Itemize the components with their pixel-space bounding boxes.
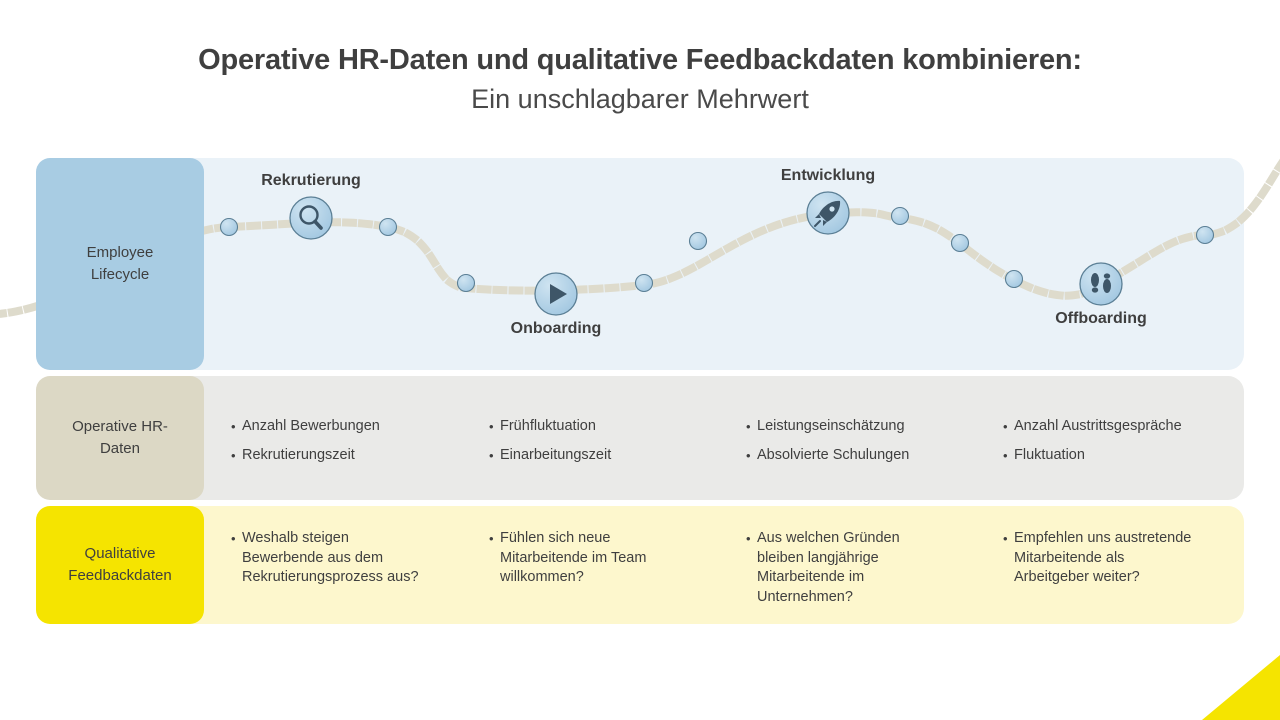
list-item: • Fluktuation [1003, 446, 1253, 466]
list-item: • Anzahl Austrittsgespräche [1003, 417, 1253, 437]
operative-column: • Anzahl Bewerbungen • Rekrutierungszeit [231, 417, 481, 474]
milestone-label-play: Onboarding [510, 320, 602, 337]
operative-data-band [36, 376, 1244, 500]
row-label-line-2: Lifecycle [90, 266, 150, 283]
row-label-line-1: Employee [86, 244, 154, 261]
list-item: • Frühfluktuation [489, 417, 739, 437]
list-item: • Leistungseinschätzung [746, 417, 996, 437]
qualitative-column: • Fühlen sich neue Mitarbeitende im Team … [489, 529, 679, 588]
list-item: • Einarbeitungszeit [489, 446, 739, 466]
list-item: • Empfehlen uns austretende Mitarbeitende… [1003, 529, 1193, 588]
list-item: • Anzahl Bewerbungen [231, 417, 481, 437]
list-item-label: Empfehlen uns austretende Mitarbeitende … [1014, 530, 1192, 585]
bullet-icon: • [489, 419, 494, 434]
milestone-label-footprints: Offboarding [1055, 310, 1147, 327]
list-item: • Rekrutierungszeit [231, 446, 481, 466]
list-item: • Weshalb steigen Bewerbende aus dem Rekr… [231, 529, 421, 588]
qualitative-column: • Empfehlen uns austretende Mitarbeitende… [1003, 529, 1193, 588]
row-label-qualitative-feedbackdaten: Qualitative Feedbackdaten [36, 506, 204, 624]
list-item: • Aus welchen Gründen bleiben langjährige… [746, 529, 936, 607]
operative-column: • Frühfluktuation • Einarbeitungszeit [489, 417, 739, 474]
row-label-employee-lifecycle: Employee Lifecycle [36, 158, 204, 370]
list-item-label: Anzahl Austrittsgespräche [1014, 418, 1182, 434]
row-label-operative-hr-daten: Operative HR- Daten [36, 376, 204, 500]
row-label-line-1: Qualitative [84, 545, 156, 562]
lifecycle-band [36, 158, 1244, 370]
list-item-label: Fühlen sich neue Mitarbeitende im Team w… [500, 530, 647, 585]
title-line-1: Operative HR-Daten und qualitative Feedb… [198, 44, 1082, 76]
qualitative-data-band [36, 506, 1244, 624]
list-item-label: Frühfluktuation [500, 418, 596, 434]
list-item-label: Weshalb steigen Bewerbende aus dem Rekru… [242, 530, 419, 585]
list-item-label: Absolvierte Schulungen [757, 446, 910, 463]
operative-column: • Anzahl Austrittsgespräche • Fluktuation [1003, 417, 1253, 474]
row-label-line-2: Daten [99, 440, 140, 457]
bullet-icon: • [746, 419, 751, 434]
corner-accent-triangle [1202, 655, 1280, 720]
list-item-label: Einarbeitungszeit [500, 446, 612, 463]
list-item: • Fühlen sich neue Mitarbeitende im Team … [489, 529, 679, 588]
bullet-icon: • [231, 447, 236, 463]
bullet-icon: • [1003, 447, 1008, 463]
milestone-label-magnifier: Rekrutierung [261, 172, 361, 189]
title-line-2: Ein unschlagbarer Mehrwert [471, 84, 809, 114]
list-item-label: Fluktuation [1014, 446, 1085, 463]
list-item-label: Aus welchen Gründen bleiben langjährige … [757, 530, 900, 605]
qualitative-column: • Aus welchen Gründen bleiben langjährige… [746, 529, 936, 607]
bullet-icon: • [231, 419, 236, 434]
operative-column: • Leistungseinschätzung • Absolvierte Schul… [746, 417, 996, 474]
milestone-label-rocket: Entwicklung [780, 167, 876, 184]
bullet-icon: • [1003, 419, 1008, 434]
bullet-icon: • [1003, 531, 1008, 546]
list-item-label: Leistungseinschätzung [757, 418, 905, 434]
list-item-label: Anzahl Bewerbungen [242, 418, 380, 434]
page-title: Operative HR-Daten und qualitative Feedb… [0, 40, 1280, 118]
bullet-icon: • [489, 447, 494, 463]
row-label-line-1: Operative HR- [72, 418, 168, 435]
qualitative-column: • Weshalb steigen Bewerbende aus dem Rekr… [231, 529, 421, 588]
bullet-icon: • [746, 447, 751, 463]
list-item: • Absolvierte Schulungen [746, 446, 996, 466]
bullet-icon: • [231, 531, 236, 546]
list-item-label: Rekrutierungszeit [242, 446, 355, 463]
bullet-icon: • [489, 531, 494, 546]
bullet-icon: • [746, 531, 751, 546]
row-label-line-2: Feedbackdaten [68, 567, 172, 584]
